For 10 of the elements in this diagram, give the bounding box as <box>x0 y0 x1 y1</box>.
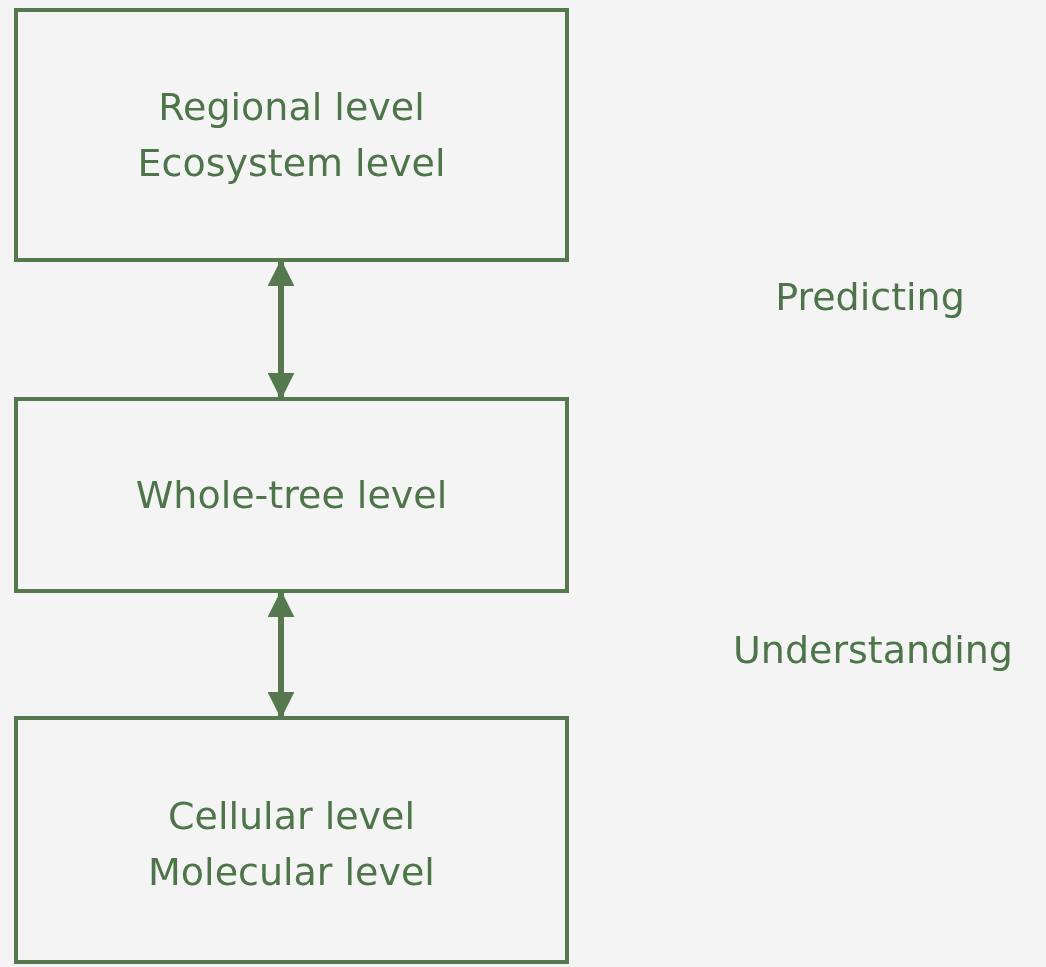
level-label: Molecular level <box>148 849 435 896</box>
side-label: Understanding <box>733 628 1013 672</box>
level-label: Whole-tree level <box>135 472 448 519</box>
level-label: Regional level <box>158 84 425 131</box>
level-label: Ecosystem level <box>137 140 446 187</box>
level-label: Cellular level <box>168 793 415 840</box>
level-box <box>14 397 569 593</box>
level-box <box>14 8 569 262</box>
level-box <box>14 716 569 964</box>
side-label: Predicting <box>775 275 965 319</box>
